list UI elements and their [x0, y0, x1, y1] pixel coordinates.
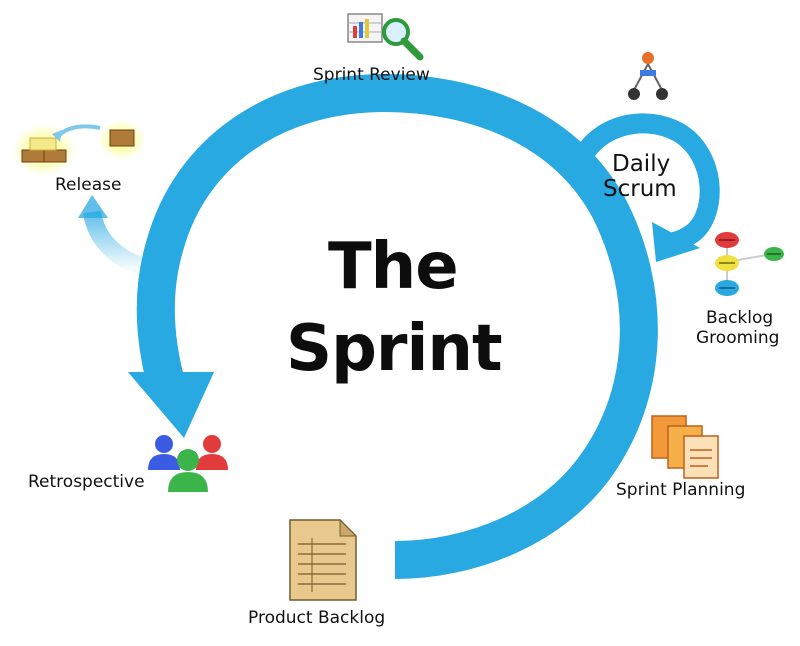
chart-magnifier-icon: [347, 13, 424, 61]
sprint-review-label: Sprint Review: [313, 65, 430, 85]
daily-scrum-loop-arrowhead: [652, 222, 700, 262]
release-label: Release: [55, 175, 122, 195]
sprint-cycle-arrowhead: [128, 372, 214, 438]
team-icon: [148, 435, 228, 492]
people-network-icon: [628, 52, 668, 100]
title-line-2: Sprint: [286, 312, 503, 386]
packages-icon: [12, 120, 146, 176]
backlog-grooming-label-line-2: Grooming: [696, 328, 780, 348]
retrospective-label: Retrospective: [28, 472, 145, 492]
title-line-1: The: [328, 230, 459, 304]
backlog-grooming-label-line-1: Backlog: [706, 308, 774, 328]
sprint-planning-label: Sprint Planning: [616, 480, 746, 500]
sprint-cycle-arrow: [136, 73, 658, 579]
product-backlog-label: Product Backlog: [248, 608, 386, 628]
release-arrowhead: [78, 195, 108, 218]
daily-scrum-label-line-2: Scrum: [603, 176, 677, 202]
daily-scrum-label-line-1: Daily: [612, 151, 671, 177]
documents-icon: [651, 415, 719, 479]
release-arrow: [83, 210, 153, 277]
paper-list-icon: [289, 518, 358, 601]
sticky-notes-icon: [715, 232, 784, 296]
